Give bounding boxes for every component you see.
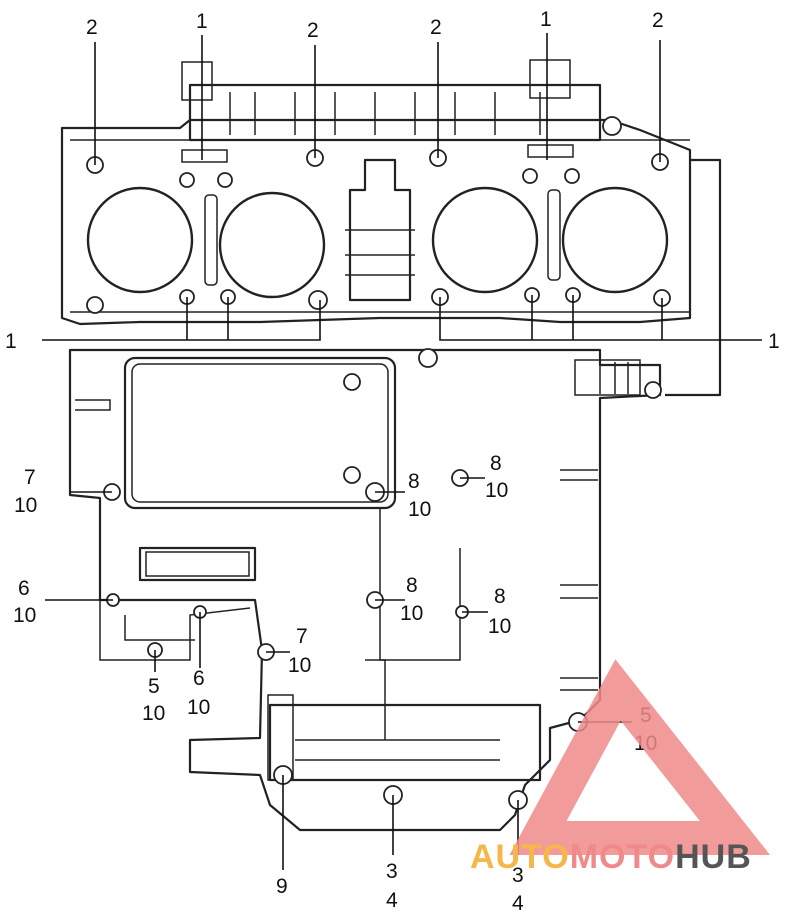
callout-7-center: 7 xyxy=(296,625,308,648)
callout-7-left: 7 xyxy=(24,466,36,489)
watermark-hub: HUB xyxy=(675,838,752,876)
callout-10-cover: 10 xyxy=(408,498,431,521)
callout-10-lower-left: 10 xyxy=(142,702,165,725)
id-plate xyxy=(138,546,257,582)
callout-3-center: 3 xyxy=(386,860,398,883)
callout-4-center: 4 xyxy=(386,889,398,912)
callout-2-d: 2 xyxy=(652,9,664,32)
callout-10-left: 10 xyxy=(14,494,37,517)
callout-10-center-b: 10 xyxy=(288,654,311,677)
callout-10-center: 10 xyxy=(400,602,423,625)
svg-text:AUTOMOTOHUB: AUTOMOTOHUB xyxy=(470,838,752,876)
callout-1-side-right: 1 xyxy=(768,330,780,353)
callout-9: 9 xyxy=(276,875,288,898)
callout-8-cover: 8 xyxy=(408,470,420,493)
callout-10-left-b: 10 xyxy=(13,604,36,627)
callout-6-lower: 6 xyxy=(193,667,205,690)
callout-3-right: 3 xyxy=(512,864,524,887)
callout-10-center-right: 10 xyxy=(488,615,511,638)
cylinder-bore-4 xyxy=(561,186,669,294)
callout-8-right: 8 xyxy=(490,452,502,475)
lower-crankcase xyxy=(68,348,662,832)
callout-2-b: 2 xyxy=(307,19,319,42)
cover-plate xyxy=(123,356,397,510)
crankcase-bolts xyxy=(103,348,662,810)
callout-2-c: 2 xyxy=(430,16,442,39)
callout-6-left: 6 xyxy=(18,577,30,600)
callout-2-a: 2 xyxy=(86,16,98,39)
watermark-auto: AUTO xyxy=(470,838,570,876)
watermark-moto: MOTO xyxy=(570,838,675,876)
automotohub-watermark: AUTOMOTOHUB xyxy=(470,659,771,876)
callout-1-top-right: 1 xyxy=(540,8,552,31)
cylinder-bore-3 xyxy=(431,186,539,294)
callout-10-right: 10 xyxy=(485,479,508,502)
cylinder-bore-2 xyxy=(218,191,326,299)
callout-10-lower: 10 xyxy=(187,696,210,719)
callout-1-top-left: 1 xyxy=(196,10,208,33)
leader-lines xyxy=(42,33,762,870)
cylinder-head-gasket-face xyxy=(60,59,722,397)
callout-8-center-right: 8 xyxy=(494,585,506,608)
watermark-triangle-logo xyxy=(509,659,771,855)
callout-1-side-left: 1 xyxy=(5,330,17,353)
cylinder-bore-1 xyxy=(86,186,194,294)
callout-5-left: 5 xyxy=(148,675,160,698)
callout-8-center: 8 xyxy=(406,574,418,597)
callout-4-right: 4 xyxy=(512,892,524,915)
